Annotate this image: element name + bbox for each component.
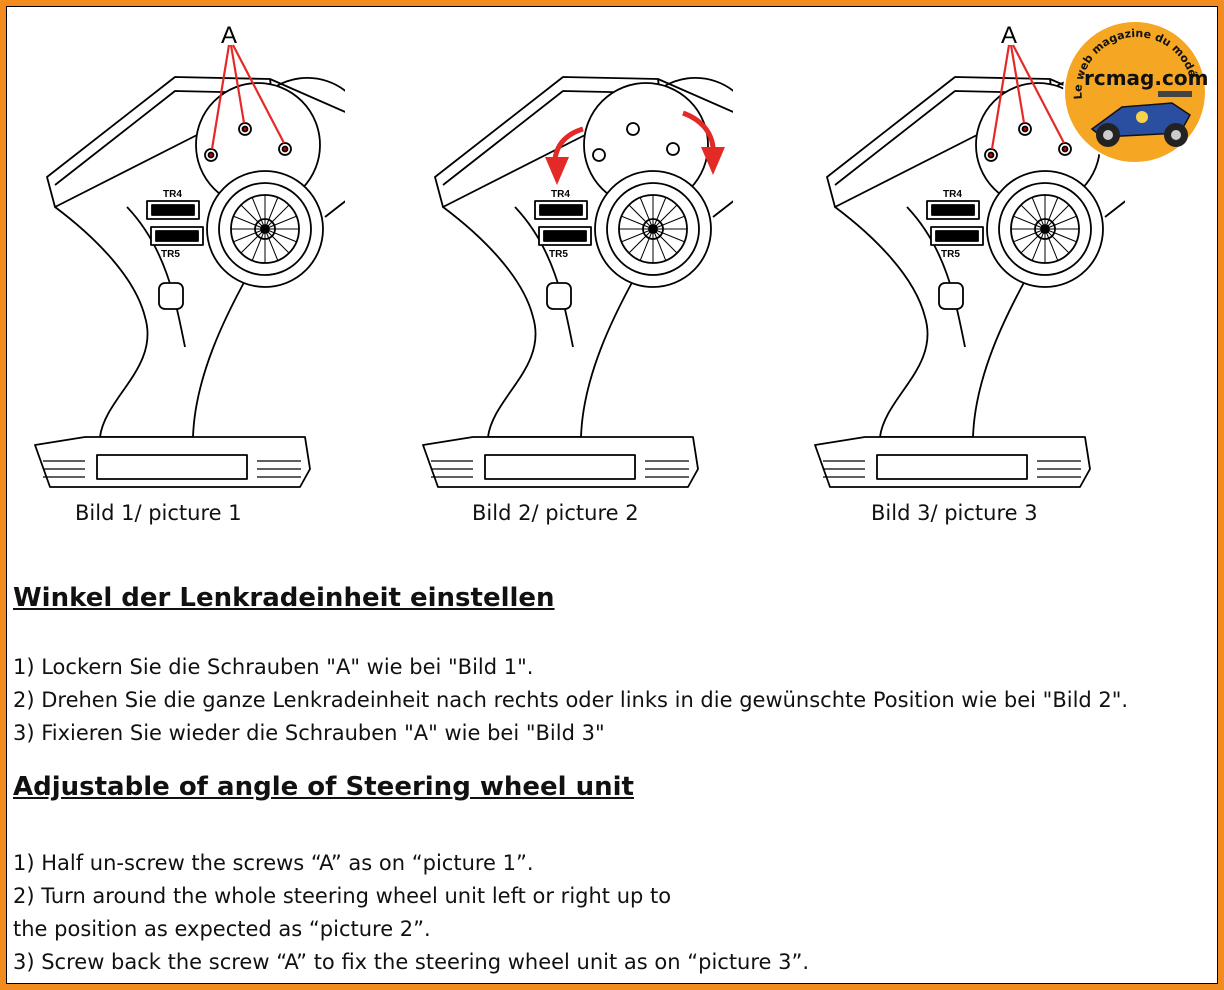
tr4-label: TR4 (163, 189, 182, 200)
english-step-2: 2) Turn around the whole steering wheel … (13, 884, 672, 908)
english-heading: Adjustable of angle of Steering wheel un… (13, 772, 634, 802)
transmitter-drawing: TR4 TR5 (422, 76, 764, 488)
rcmag-logo: Le web magazine du modélisme rcmag.com (1056, 9, 1208, 165)
tr4-label: TR4 (551, 189, 570, 200)
figure-3-caption: Bild 3/ picture 3 (871, 501, 1038, 525)
transmitter-figure-2: TR4 TR5 (413, 17, 764, 497)
german-step-3: 3) Fixieren Sie wieder die Schrauben "A"… (13, 721, 605, 745)
rotation-arrow-right (682, 110, 725, 175)
german-steps: 1) Lockern Sie die Schrauben "A" wie bei… (13, 651, 1128, 750)
rc-car-icon (1090, 91, 1192, 147)
english-steps: 1) Half un-screw the screws “A” as on “p… (13, 847, 809, 979)
tr5-label: TR5 (161, 249, 180, 260)
rotation-arrow-left (545, 126, 584, 185)
german-heading: Winkel der Lenkradeinheit einstellen (13, 583, 555, 613)
callout-a-label: A (221, 22, 237, 49)
figure-2-caption: Bild 2/ picture 2 (472, 501, 639, 525)
transmitter-drawing: A TR4 TR5 (34, 22, 376, 488)
logo-brand-text: rcmag.com (1084, 66, 1208, 90)
transmitter-figure-1: A TR4 TR5 (25, 17, 376, 497)
english-step-3: 3) Screw back the screw “A” to fix the s… (13, 950, 810, 974)
german-step-1: 1) Lockern Sie die Schrauben "A" wie bei… (13, 655, 534, 679)
transmitter-figure-3: A TR4 TR5 (805, 17, 1156, 497)
transmitter-drawing: A TR4 TR5 (814, 22, 1156, 488)
manual-page: A TR4 TR5 (6, 6, 1218, 984)
tr5-label: TR5 (549, 249, 568, 260)
german-step-2: 2) Drehen Sie die ganze Lenkradeinheit n… (13, 688, 1129, 712)
tr5-label: TR5 (941, 249, 960, 260)
english-step-1: 1) Half un-screw the screws “A” as on “p… (13, 851, 534, 875)
callout-a-label: A (1001, 22, 1017, 49)
figure-1-caption: Bild 1/ picture 1 (75, 501, 242, 525)
tr4-label: TR4 (943, 189, 962, 200)
english-step-2-continued: the position as expected as “picture 2”. (13, 917, 431, 941)
